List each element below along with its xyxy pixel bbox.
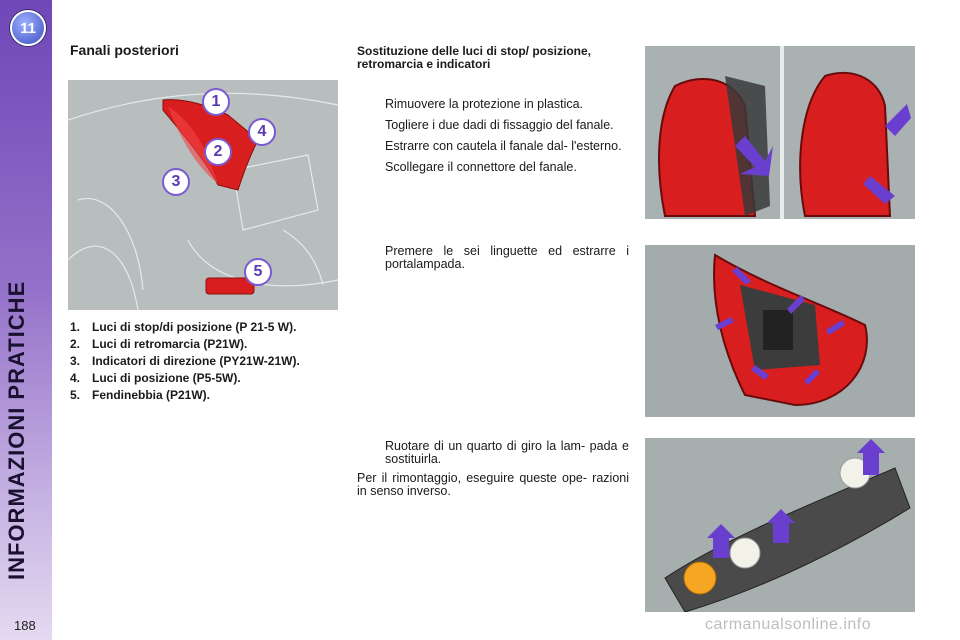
step: Togliere i due dadi di fissaggio del fan… (357, 119, 629, 132)
legend-item: 4. Luci di posizione (P5-5W). (70, 371, 330, 385)
pointing-hand-icon (357, 245, 385, 271)
bulb-replacement-photo (645, 438, 915, 612)
pointing-hand-icon (357, 140, 385, 153)
legend-item: 3. Indicatori di direzione (PY21W-21W). (70, 354, 330, 368)
callout-3: 3 (162, 168, 190, 196)
pointing-hand-icon (357, 440, 385, 466)
reassembly-note: Per il rimontaggio, eseguire queste ope-… (357, 471, 629, 498)
callout-2: 2 (204, 138, 232, 166)
steps-group-2: Premere le sei linguette ed estrarre i p… (357, 245, 629, 279)
pointing-hand-icon (357, 119, 385, 132)
legend-text: Luci di posizione (P5-5W). (92, 371, 241, 385)
lamp-removal-photo (645, 46, 915, 219)
legend-number: 1. (70, 320, 81, 334)
steps-group-3: Ruotare di un quarto di giro la lam- pad… (357, 440, 629, 498)
callout-4: 4 (248, 118, 276, 146)
chapter-title: INFORMAZIONI PRATICHE (4, 280, 29, 580)
legend-number: 2. (70, 337, 81, 351)
page-number: 188 (14, 618, 36, 633)
subsection-title: Sostituzione delle luci di stop/ posizio… (357, 44, 592, 71)
step-text: Togliere i due dadi di fissaggio del fan… (385, 118, 614, 132)
step: Rimuovere la protezione in plastica. (357, 98, 629, 111)
section-title: Fanali posteriori (70, 42, 179, 58)
watermark: carmanualsonline.info (705, 616, 872, 633)
step-text: Ruotare di un quarto di giro la lam- pad… (385, 439, 629, 466)
legend-text: Indicatori di direzione (PY21W-21W). (92, 354, 300, 368)
legend-item: 2. Luci di retromarcia (P21W). (70, 337, 330, 351)
step: Ruotare di un quarto di giro la lam- pad… (357, 440, 629, 466)
legend-number: 5. (70, 388, 81, 402)
legend-text: Luci di stop/di posizione (P 21-5 W). (92, 320, 297, 334)
steps-group-1: Rimuovere la protezione in plastica. Tog… (357, 98, 629, 182)
legend-text: Fendinebbia (P21W). (92, 388, 211, 402)
legend-item: 5. Fendinebbia (P21W). (70, 388, 330, 402)
step: Premere le sei linguette ed estrarre i p… (357, 245, 629, 271)
legend-number: 4. (70, 371, 81, 385)
chapter-badge: 11 (10, 10, 46, 46)
rear-lights-illustration: 1 2 3 4 5 (68, 80, 338, 310)
step-text: Premere le sei linguette ed estrarre i p… (385, 244, 629, 271)
callout-1: 1 (202, 88, 230, 116)
callout-5: 5 (244, 258, 272, 286)
bulb-holder-photo (645, 245, 915, 417)
step-text: Rimuovere la protezione in plastica. (385, 97, 584, 111)
pointing-hand-icon (357, 98, 385, 111)
step-text: Estrarre con cautela il fanale dal- l'es… (385, 139, 622, 153)
chapter-sidebar: 11 INFORMAZIONI PRATICHE 188 (0, 0, 52, 640)
step: Scollegare il connettore del fanale. (357, 161, 629, 174)
step: Estrarre con cautela il fanale dal- l'es… (357, 140, 629, 153)
lamp-legend: 1. Luci di stop/di posizione (P 21-5 W).… (70, 320, 330, 405)
legend-number: 3. (70, 354, 81, 368)
step-text: Scollegare il connettore del fanale. (385, 160, 577, 174)
legend-item: 1. Luci di stop/di posizione (P 21-5 W). (70, 320, 330, 334)
legend-text: Luci di retromarcia (P21W). (92, 337, 248, 351)
pointing-hand-icon (357, 161, 385, 174)
